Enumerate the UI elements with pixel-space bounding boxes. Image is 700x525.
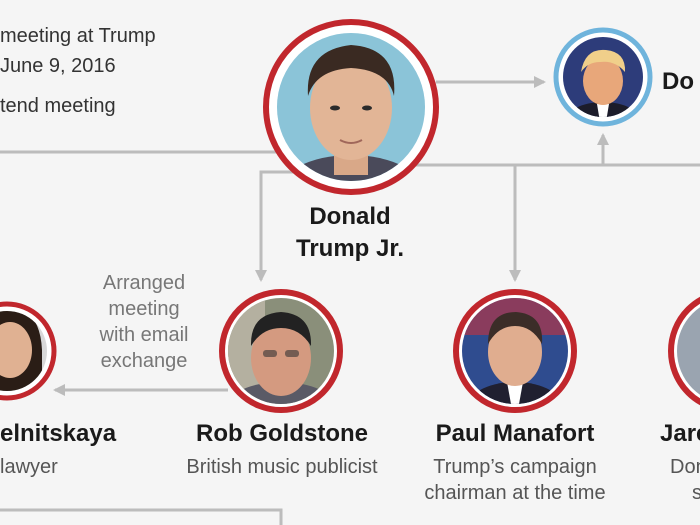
trump-jr-name-line1: Donald — [309, 203, 391, 230]
veselnitskaya-role: lawyer — [0, 456, 58, 478]
portrait-veselnitskaya — [0, 301, 57, 401]
legend-line-3: tend meeting — [0, 95, 116, 117]
kushner-name: Jare — [660, 420, 700, 447]
portrait-paul-manafort — [453, 289, 577, 413]
portrait-trump-sr — [553, 27, 653, 127]
annotation-line-2: meeting — [108, 298, 180, 320]
annotation-line-1: Arranged — [102, 272, 186, 294]
trump-jr-name-line2: Trump Jr. — [295, 235, 405, 262]
portrait-rob-goldstone — [219, 289, 343, 413]
veselnitskaya-name: elnitskaya — [0, 420, 117, 447]
trump-sr-name: Do — [662, 68, 694, 95]
portrait-jared-kushner — [668, 296, 700, 406]
connectors — [0, 76, 700, 525]
arrow-jr-to-goldstone — [255, 170, 295, 282]
kushner-role-line2: s — [692, 482, 700, 504]
manafort-role-line2: chairman at the time — [424, 482, 606, 504]
manafort-role-line1: Trump’s campaign — [433, 456, 597, 478]
portrait-trump-jr — [263, 19, 439, 195]
goldstone-role: British music publicist — [186, 456, 378, 478]
goldstone-name: Rob Goldstone — [196, 420, 368, 447]
kushner-role-line1: Don — [670, 456, 700, 478]
annotation-line-3: with email — [99, 324, 189, 346]
annotation-line-4: exchange — [100, 350, 188, 372]
legend-line-1: meeting at Trump — [0, 25, 156, 47]
legend-line-2: June 9, 2016 — [0, 55, 116, 77]
connector-bottom — [0, 508, 283, 525]
manafort-name: Paul Manafort — [435, 420, 595, 447]
